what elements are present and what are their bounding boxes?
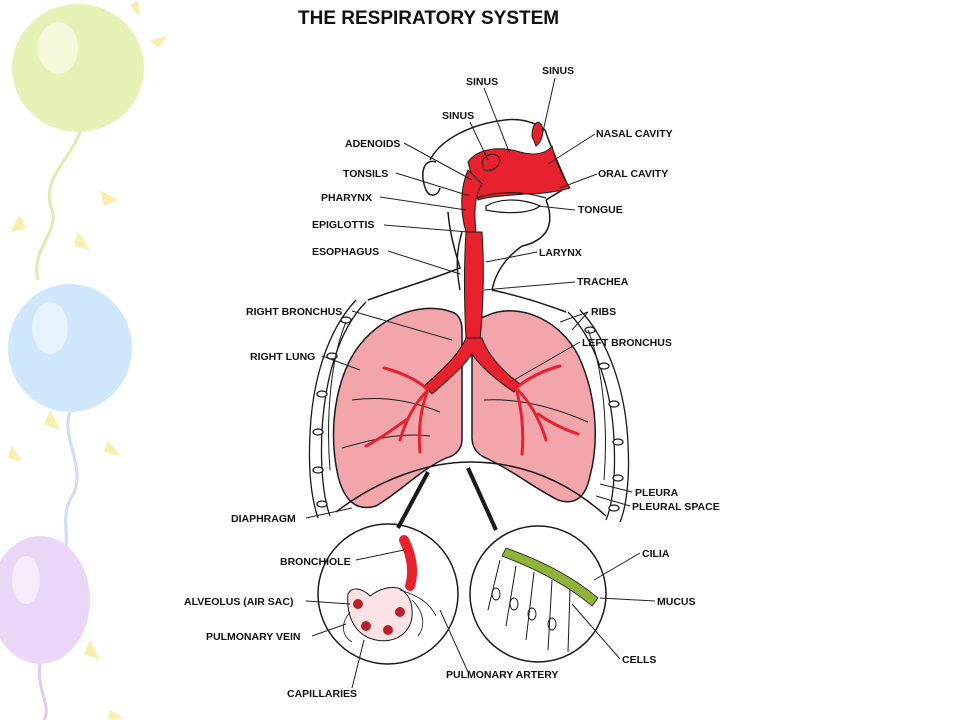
- alveolus-clusters: [353, 599, 405, 635]
- ear-outline: [422, 160, 441, 196]
- label-esophagus: ESOPHAGUS: [312, 246, 379, 258]
- leader-lines: [305, 77, 656, 689]
- sinus-shape-mid: [481, 153, 501, 171]
- label-tongue: TONGUE: [578, 204, 623, 216]
- label-pulmonary-vein: PULMONARY VEIN: [206, 631, 301, 643]
- bronchi-shape: [423, 337, 521, 395]
- label-mucus: MUCUS: [657, 596, 696, 608]
- pleura-outline: [328, 321, 606, 481]
- balloon-decoration: [0, 0, 168, 720]
- label-tonsils: TONSILS: [343, 168, 388, 180]
- alveolus-detail: [317, 523, 459, 665]
- label-sinus-mid: SINUS: [466, 76, 498, 88]
- green-balloon: [12, 4, 144, 281]
- label-pleural-space: PLEURAL SPACE: [632, 501, 720, 513]
- esophagus-shape: [456, 231, 463, 291]
- blue-balloon: [8, 284, 132, 561]
- diagram-title: THE RESPIRATORY SYSTEM: [298, 8, 559, 29]
- label-nasal-cavity: NASAL CAVITY: [596, 128, 673, 140]
- label-oral-cavity: ORAL CAVITY: [598, 168, 668, 180]
- label-right-bronchus: RIGHT BRONCHUS: [246, 306, 342, 318]
- label-larynx: LARYNX: [539, 247, 582, 259]
- rib-cage: [308, 299, 630, 523]
- label-bronchiole: BRONCHIOLE: [280, 556, 351, 568]
- left-lung: [471, 310, 596, 503]
- label-cells: CELLS: [622, 654, 656, 666]
- body-outline: [367, 118, 569, 313]
- right-lung: [332, 307, 463, 509]
- label-pleura: PLEURA: [635, 487, 679, 499]
- zoom-lines: [396, 467, 498, 531]
- nasal-cavity-shape: [467, 144, 571, 201]
- label-trachea: TRACHEA: [577, 276, 629, 288]
- capillary-network: [343, 589, 437, 643]
- bronchial-tree: [364, 364, 580, 456]
- label-pharynx: PHARYNX: [321, 192, 372, 204]
- label-sinus-top: SINUS: [542, 65, 574, 77]
- label-epiglottis: EPIGLOTTIS: [312, 219, 374, 231]
- cilia-band: [501, 547, 599, 607]
- label-diaphragm: DIAPHRAGM: [231, 513, 296, 525]
- label-ribs: RIBS: [591, 306, 616, 318]
- label-alveolus: ALVEOLUS (AIR SAC): [184, 596, 293, 608]
- label-capillaries: CAPILLARIES: [287, 688, 357, 700]
- purple-balloon: [0, 536, 90, 720]
- rib-segments: [312, 316, 624, 512]
- label-right-lung: RIGHT LUNG: [250, 351, 315, 363]
- trachea-shape: [464, 231, 484, 341]
- label-cilia: CILIA: [642, 548, 670, 560]
- cell-columns: [487, 559, 571, 653]
- label-pulmonary-artery: PULMONARY ARTERY: [446, 669, 558, 681]
- airway: [423, 121, 571, 395]
- sinus-shape-top: [531, 121, 544, 147]
- tongue-shape: [485, 199, 542, 214]
- cilia-detail: [469, 525, 607, 663]
- label-sinus-left: SINUS: [442, 110, 474, 122]
- label-adenoids: ADENOIDS: [345, 138, 400, 150]
- labels: SINUS SINUS SINUS NASAL CAVITY ADENOIDS …: [184, 65, 720, 700]
- label-left-bronchus: LEFT BRONCHUS: [582, 337, 672, 349]
- oral-structures: [456, 192, 547, 291]
- diaphragm-outline: [335, 461, 607, 517]
